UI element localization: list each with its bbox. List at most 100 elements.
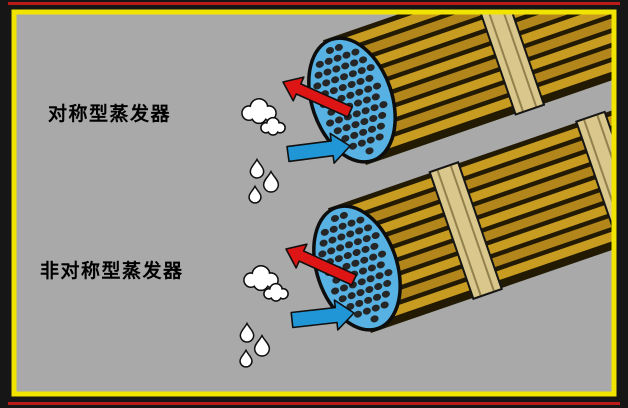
tube-hole bbox=[347, 219, 356, 227]
tube-hole bbox=[341, 134, 350, 142]
tube-hole bbox=[380, 301, 389, 309]
tube-hole bbox=[366, 64, 375, 72]
tube-hole bbox=[327, 247, 336, 255]
tube-hole bbox=[366, 275, 375, 283]
tube-hole bbox=[371, 93, 380, 101]
tube-hole bbox=[339, 73, 349, 81]
tube-hole bbox=[360, 256, 369, 264]
tube bbox=[329, 102, 612, 222]
tube-hole bbox=[355, 227, 364, 235]
tube-hole bbox=[350, 131, 359, 139]
tube-hole bbox=[356, 77, 365, 85]
tube-hole bbox=[333, 127, 342, 135]
tube-hole bbox=[323, 68, 332, 76]
water-droplet-icon bbox=[249, 157, 265, 179]
tube-hole bbox=[322, 79, 331, 87]
label-asymmetric-evaporator: 非对称型蒸发器 bbox=[40, 259, 184, 282]
tube-hole bbox=[384, 269, 393, 277]
tube-hole bbox=[381, 290, 390, 298]
tube-hole bbox=[376, 261, 385, 269]
tube-hole bbox=[331, 76, 340, 84]
diagram-scene bbox=[239, 14, 612, 368]
steam-cloud-icon bbox=[243, 265, 279, 292]
tube-hole bbox=[370, 104, 379, 112]
tube-hole bbox=[336, 244, 345, 252]
tube bbox=[338, 128, 612, 248]
tube-holes bbox=[313, 43, 388, 155]
tube-hole bbox=[352, 110, 361, 118]
tube-hole bbox=[362, 235, 371, 243]
tube bbox=[342, 141, 612, 261]
tube-hole bbox=[350, 59, 359, 67]
water-droplet-icon bbox=[248, 184, 262, 204]
tube-hole bbox=[324, 57, 333, 65]
tube-hole bbox=[334, 116, 344, 124]
tube-hole bbox=[338, 84, 347, 92]
tube-hole bbox=[353, 310, 363, 318]
tube-hole bbox=[342, 124, 351, 132]
tube-hole bbox=[357, 67, 366, 75]
tube-hole bbox=[378, 250, 387, 258]
tube-hole bbox=[346, 91, 355, 99]
tube bbox=[365, 206, 612, 326]
steam-outlet-arrow bbox=[285, 243, 358, 286]
tube-hole bbox=[342, 262, 351, 270]
tube-hole bbox=[344, 241, 354, 249]
strap-band bbox=[575, 110, 612, 250]
tube-hole bbox=[357, 139, 366, 147]
water-droplet-icon bbox=[239, 348, 253, 368]
tube-hole bbox=[361, 107, 370, 115]
tube-hole bbox=[333, 54, 342, 62]
tube-hole bbox=[375, 133, 384, 141]
tube-hole bbox=[365, 286, 374, 294]
tube-hole bbox=[313, 82, 322, 90]
tube-hole bbox=[351, 259, 360, 267]
tube-hole bbox=[374, 282, 383, 290]
tube-hole bbox=[348, 70, 357, 78]
symmetric-evaporator-bundle bbox=[307, 14, 612, 166]
tube-hole bbox=[314, 71, 323, 79]
tube-hole bbox=[334, 255, 343, 263]
tube-hole bbox=[383, 279, 392, 287]
tube-hole bbox=[358, 56, 368, 64]
tube-hole bbox=[338, 295, 347, 303]
tube bbox=[329, 14, 612, 67]
tube-hole bbox=[341, 62, 350, 70]
tube-hole bbox=[361, 245, 370, 253]
tube-hole bbox=[362, 96, 371, 104]
frame-accent-bottom bbox=[8, 402, 620, 405]
tube-hole bbox=[370, 242, 379, 250]
strap-band bbox=[428, 161, 504, 301]
tube-hole bbox=[329, 225, 338, 233]
tube-hole bbox=[330, 214, 340, 222]
tube-hole bbox=[360, 118, 369, 126]
tube-hole bbox=[370, 315, 379, 323]
tube-hole bbox=[373, 82, 382, 90]
tube-hole bbox=[356, 289, 365, 297]
tube-hole bbox=[352, 248, 361, 256]
tube-hole bbox=[331, 287, 340, 295]
label-symmetric-evaporator: 对称型蒸发器 bbox=[48, 102, 171, 125]
tube-hole bbox=[365, 74, 374, 82]
water-droplet-icon bbox=[262, 169, 280, 193]
tube-hole bbox=[339, 211, 348, 219]
tube-hole bbox=[320, 228, 329, 236]
tube-hole bbox=[378, 111, 387, 119]
tube-hole bbox=[325, 46, 335, 54]
tube-hole bbox=[318, 250, 327, 258]
asymmetric-evaporator-bundle bbox=[312, 98, 612, 334]
tube-hole bbox=[367, 264, 376, 272]
tube-hole bbox=[334, 43, 343, 51]
tube-hole bbox=[329, 87, 338, 95]
tube-hole bbox=[338, 222, 347, 230]
tube-hole bbox=[358, 267, 368, 275]
tube-hole bbox=[363, 224, 373, 232]
water-inlet-arrow bbox=[290, 299, 355, 331]
water-droplet-icon bbox=[239, 321, 255, 343]
steam-outlet-arrow bbox=[282, 76, 354, 118]
tube-hole bbox=[343, 252, 352, 260]
steam-cloud-icon bbox=[260, 116, 286, 136]
tube bbox=[334, 115, 612, 235]
tube-holes bbox=[318, 211, 393, 323]
